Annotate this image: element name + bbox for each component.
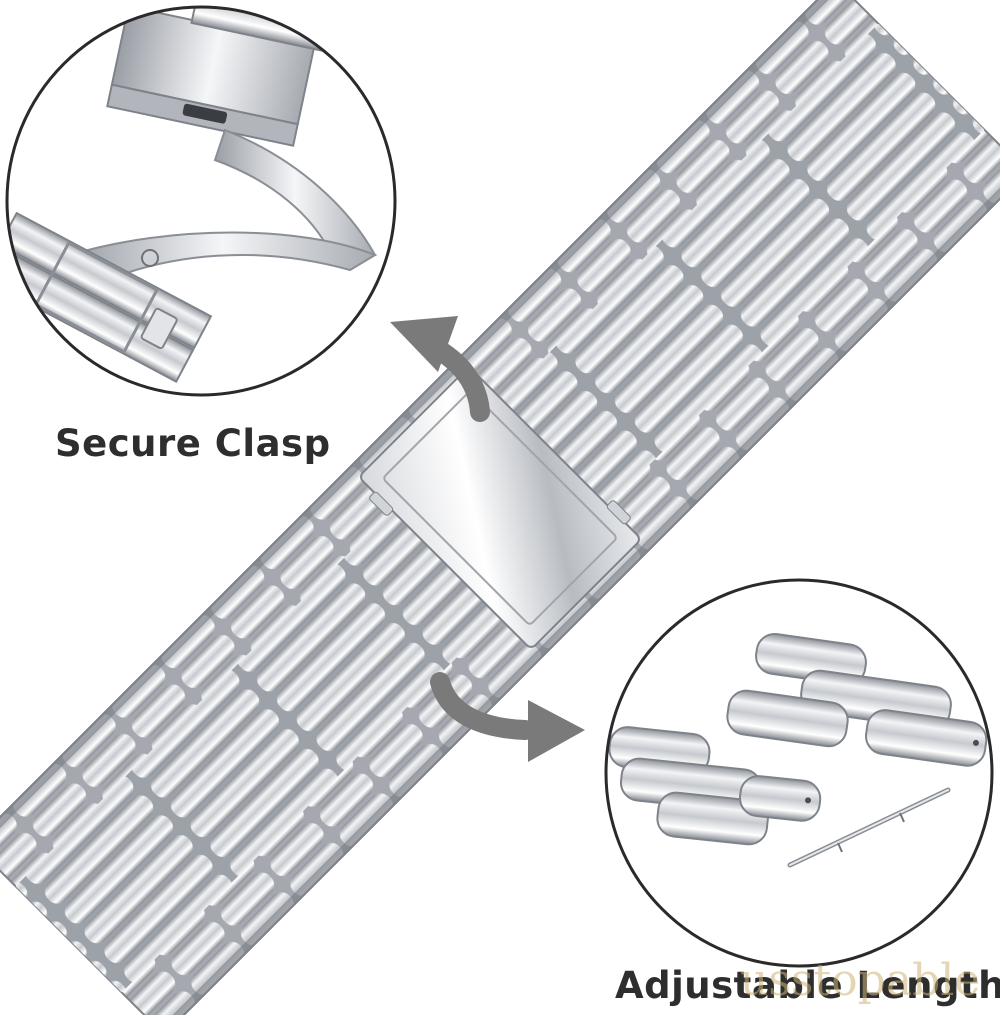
secure-clasp-label: Secure Clasp (55, 422, 331, 465)
curved-arrow-down-right-icon (430, 672, 585, 762)
adjustable-length-label: Adjustable Length (615, 964, 1000, 1007)
links-detail-circle (604, 578, 994, 968)
band-clasp (360, 368, 640, 648)
curved-arrow-up-left-icon (390, 316, 490, 422)
clasp-detail-circle (5, 5, 397, 397)
